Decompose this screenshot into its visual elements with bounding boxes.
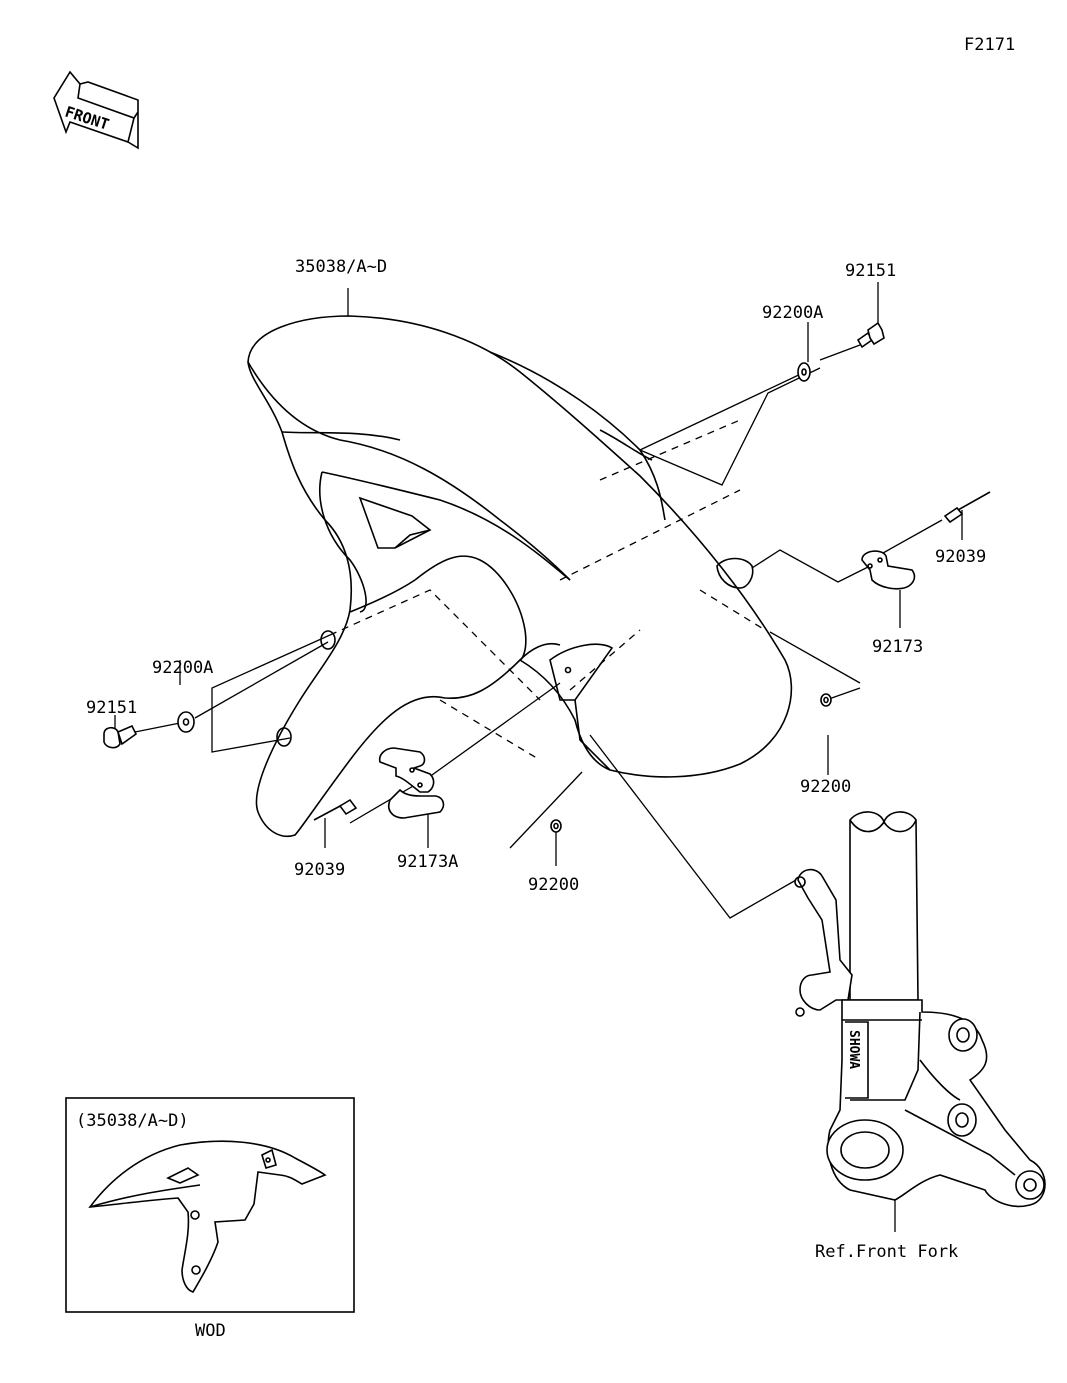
callout-pin-right: 92039 xyxy=(935,547,986,567)
callout-fork-ref: Ref.Front Fork xyxy=(815,1242,958,1262)
callout-washer-left: 92200A xyxy=(152,658,213,678)
grommet-left-icon xyxy=(550,819,562,833)
front-fork-ref: SHOWA xyxy=(794,811,1046,1208)
fork-brand-mark: SHOWA xyxy=(846,1030,861,1069)
assembly-lines xyxy=(329,419,766,761)
callout-pin-left: 92039 xyxy=(294,860,345,880)
callout-clamp-right: 92173 xyxy=(872,637,923,657)
figure-id: F2171 xyxy=(964,35,1015,55)
callout-grommet-left: 92200 xyxy=(528,875,579,895)
callout-screw-right: 92151 xyxy=(845,261,896,281)
washer-left-icon xyxy=(177,711,195,733)
inset-title: (35038/A~D) xyxy=(76,1111,189,1131)
pin-left-icon xyxy=(313,798,358,821)
callout-labels: 35038/A~D 92151 92200A 92039 92173 92200… xyxy=(86,257,986,1262)
screw-right-icon xyxy=(856,321,885,349)
washer-right-icon xyxy=(797,362,811,382)
callout-fender: 35038/A~D xyxy=(295,257,387,277)
leader-lines xyxy=(114,282,963,1232)
clamp-right-icon xyxy=(861,550,916,590)
callout-grommet-right: 92200 xyxy=(800,777,851,797)
front-fender xyxy=(247,315,793,837)
callout-washer-right: 92200A xyxy=(762,303,823,323)
grommet-right-icon xyxy=(820,693,832,707)
front-arrow-icon: FRONT xyxy=(53,70,139,150)
callout-clamp-left: 92173A xyxy=(397,852,458,872)
callout-screw-left: 92151 xyxy=(86,698,137,718)
clamp-left-icon xyxy=(378,747,445,819)
pin-right-icon xyxy=(943,491,991,524)
inset-caption: WOD xyxy=(195,1321,226,1341)
variant-inset: (35038/A~D) WOD xyxy=(65,1097,355,1341)
screw-left-icon xyxy=(103,724,138,749)
